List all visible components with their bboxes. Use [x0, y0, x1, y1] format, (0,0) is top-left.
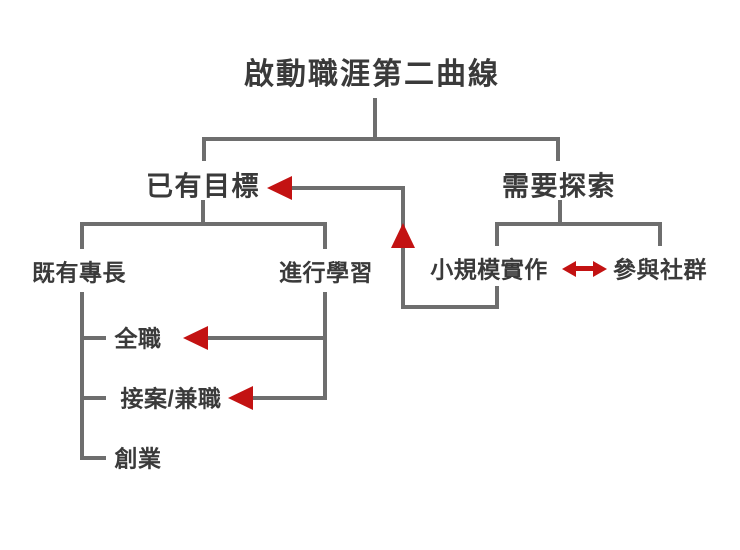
- connector-goal-drop-left: [80, 222, 84, 249]
- connector-feedback-bottom: [401, 305, 499, 309]
- node-existing-expertise: 既有專長: [32, 259, 126, 286]
- connector-learning-spine: [323, 292, 327, 400]
- arrow-practice-community-left-icon: [562, 261, 576, 277]
- connector-root-stem: [373, 98, 377, 139]
- arrow-practice-to-goal-icon: [267, 176, 292, 200]
- node-do-learning: 進行學習: [279, 259, 373, 286]
- connector-goal-bracket: [80, 222, 327, 226]
- connector-expertise-spine: [80, 292, 84, 460]
- connector-tick-freelance: [82, 396, 106, 400]
- arrow-learning-to-freelance-icon: [228, 386, 253, 410]
- node-small-scale-practice: 小規模實作: [430, 256, 548, 283]
- connector-explore-bracket: [495, 222, 662, 226]
- connector-goal-stem: [201, 200, 205, 224]
- arrow-practice-community-right-icon: [593, 261, 607, 277]
- connector-feedback-down: [495, 286, 499, 309]
- node-has-goal: 已有目標: [146, 171, 260, 202]
- arrow-learning-to-fulltime-icon: [183, 326, 208, 350]
- connector-root-bracket: [202, 137, 560, 141]
- connector-goal-drop-right: [323, 222, 327, 249]
- connector-root-drop-right: [556, 137, 560, 161]
- connector-tick-fulltime: [82, 336, 106, 340]
- connector-explore-drop-right: [658, 222, 662, 246]
- node-join-community: 參與社群: [613, 256, 707, 283]
- node-freelance-parttime: 接案/兼職: [120, 385, 222, 412]
- connector-root-drop-left: [202, 137, 206, 161]
- arrow-feedback-up-icon: [391, 223, 415, 248]
- connector-learning-to-fulltime: [207, 336, 327, 340]
- connector-explore-stem: [558, 200, 562, 224]
- connector-learning-to-freelance: [252, 396, 327, 400]
- connector-tick-startup: [82, 456, 106, 460]
- node-startup: 創業: [114, 445, 162, 472]
- connector-explore-drop-left: [495, 222, 499, 246]
- node-need-explore: 需要探索: [502, 171, 616, 202]
- node-full-time: 全職: [114, 325, 162, 352]
- connector-feedback-top: [291, 186, 405, 190]
- diagram-title: 啟動職涯第二曲線: [244, 58, 500, 91]
- arrow-practice-community-shaft: [572, 266, 597, 271]
